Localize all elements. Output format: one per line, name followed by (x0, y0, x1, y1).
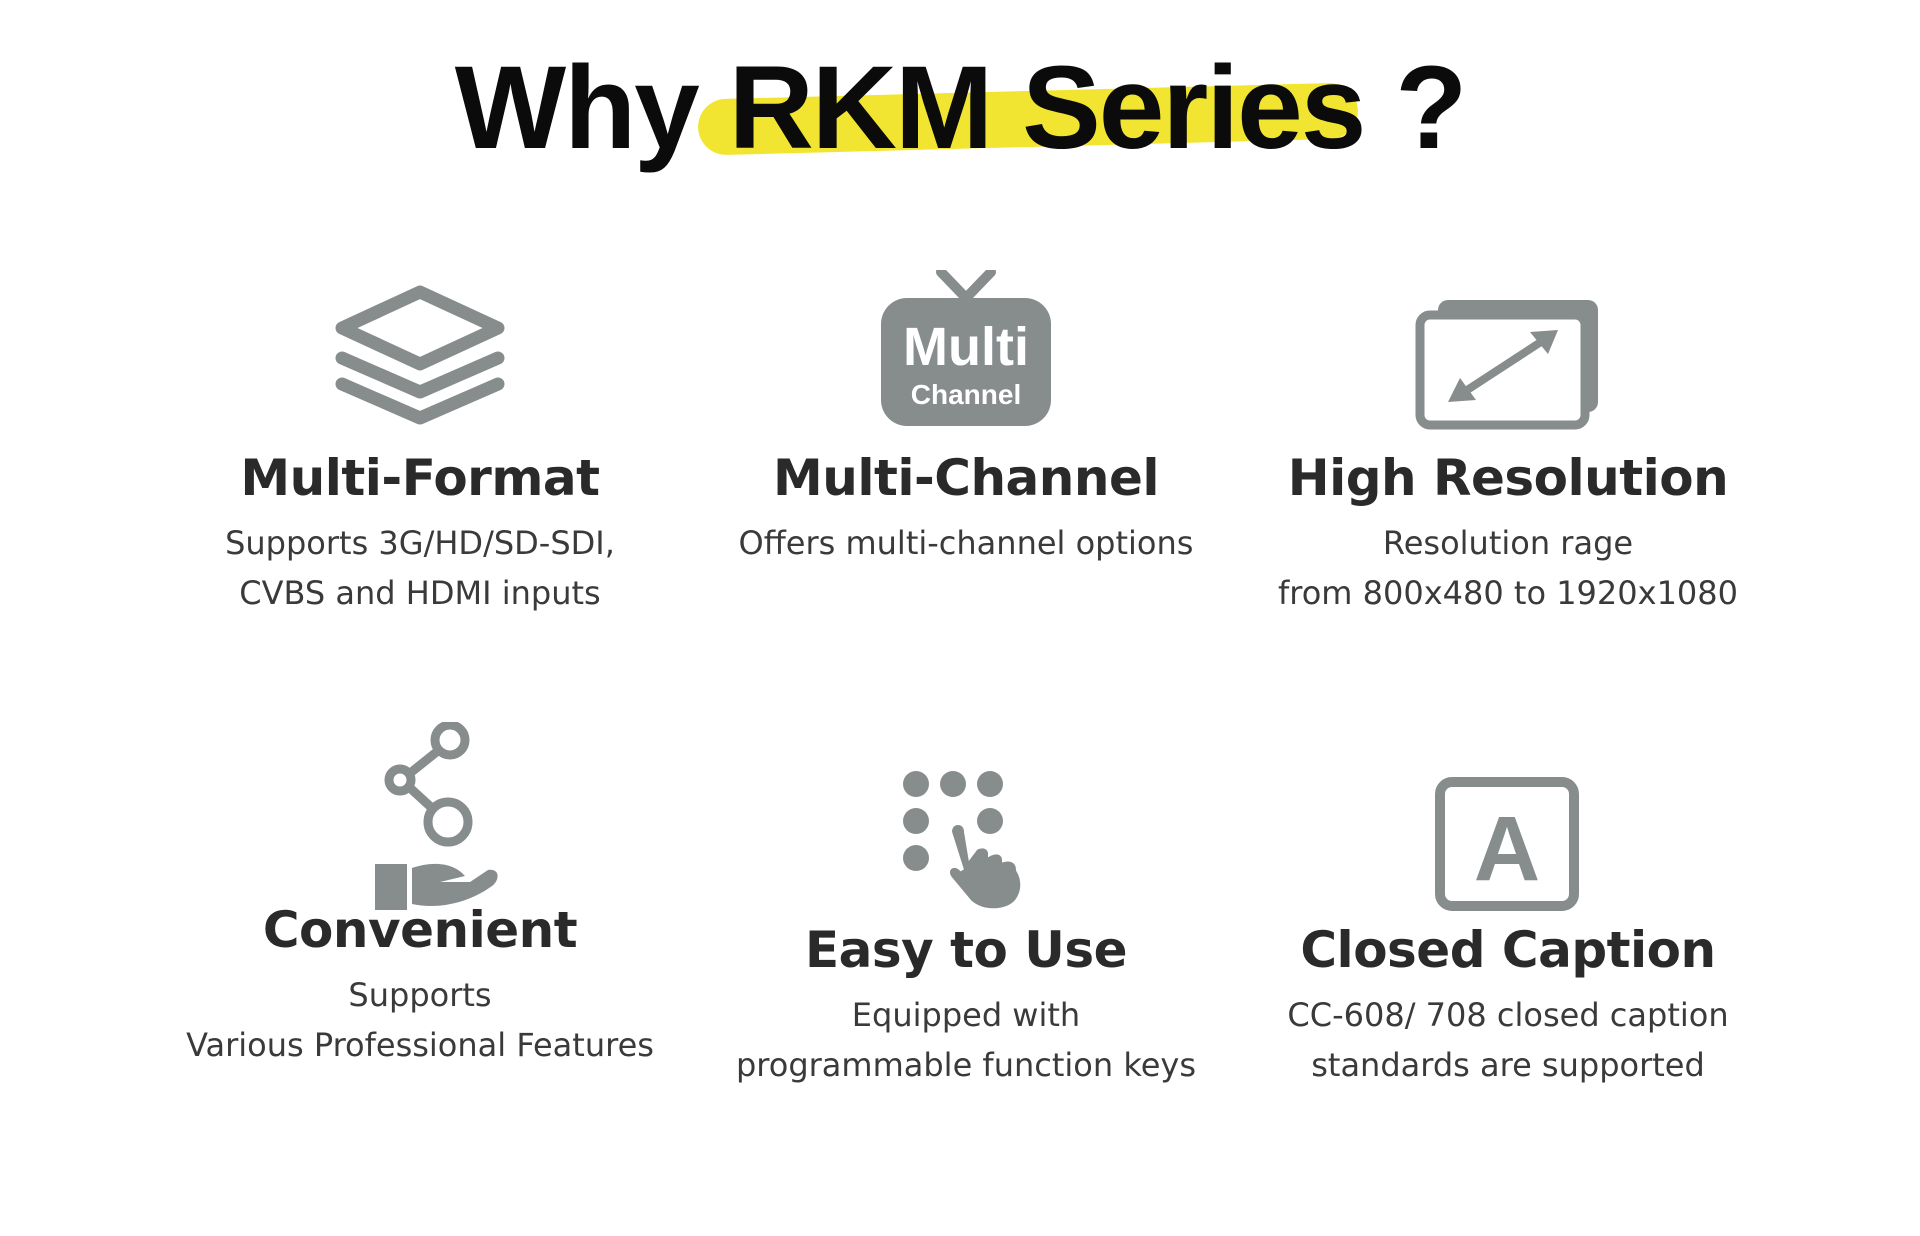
feature-desc-line: Supports (348, 976, 492, 1014)
feature-desc-line: Supports 3G/HD/SD-SDI, (225, 524, 615, 562)
keypad-touch-icon (903, 771, 1025, 912)
resize-screen-icon (1415, 300, 1598, 430)
feature-easy-to-use: Easy to Use Equipped with programmable fu… (686, 752, 1246, 1090)
feature-heading: High Resolution (1287, 449, 1729, 507)
feature-desc-line: from 800x480 to 1920x1080 (1277, 574, 1738, 612)
svg-text:A: A (1474, 798, 1540, 900)
feature-desc-line: Various Professional Features (186, 1026, 654, 1064)
feature-desc-line: Equipped with (851, 996, 1081, 1034)
feature-closed-caption: A Closed Caption CC-608/ 708 closed capt… (1228, 752, 1788, 1090)
svg-text:Multi: Multi (903, 317, 1029, 377)
feature-high-resolution: High Resolution Resolution rage from 800x… (1228, 270, 1788, 618)
feature-multi-format: Multi-Format Supports 3G/HD/SD-SDI, CVBS … (140, 270, 700, 618)
title-prefix: Why (454, 42, 700, 174)
feature-desc-line: standards are supported (1311, 1046, 1705, 1084)
feature-desc-line: CVBS and HDMI inputs (239, 574, 601, 612)
feature-heading: Multi-Channel (772, 449, 1160, 507)
hand-share-icon (375, 722, 498, 910)
title-suffix: ? (1395, 42, 1467, 174)
layers-icon (335, 285, 505, 425)
feature-desc-line: Offers multi-channel options (738, 524, 1194, 562)
feature-heading: Convenient (262, 901, 578, 959)
feature-desc-line: Resolution rage (1382, 524, 1634, 562)
feature-heading: Closed Caption (1300, 921, 1716, 979)
feature-heading: Multi-Format (240, 449, 600, 507)
tv-multi-channel-icon: Multi Channel (881, 270, 1051, 426)
feature-desc-line: CC-608/ 708 closed caption (1287, 996, 1729, 1034)
caption-a-icon: A (1435, 777, 1579, 911)
feature-heading: Easy to Use (804, 921, 1128, 979)
page-title: Why RKM Series ? (0, 38, 1920, 178)
svg-text:Channel: Channel (911, 379, 1021, 410)
feature-desc-line: programmable function keys (735, 1046, 1196, 1084)
feature-multi-channel: Multi Channel Multi-Channel Offers multi… (686, 270, 1246, 568)
title-highlight-text: RKM Series (728, 42, 1367, 174)
